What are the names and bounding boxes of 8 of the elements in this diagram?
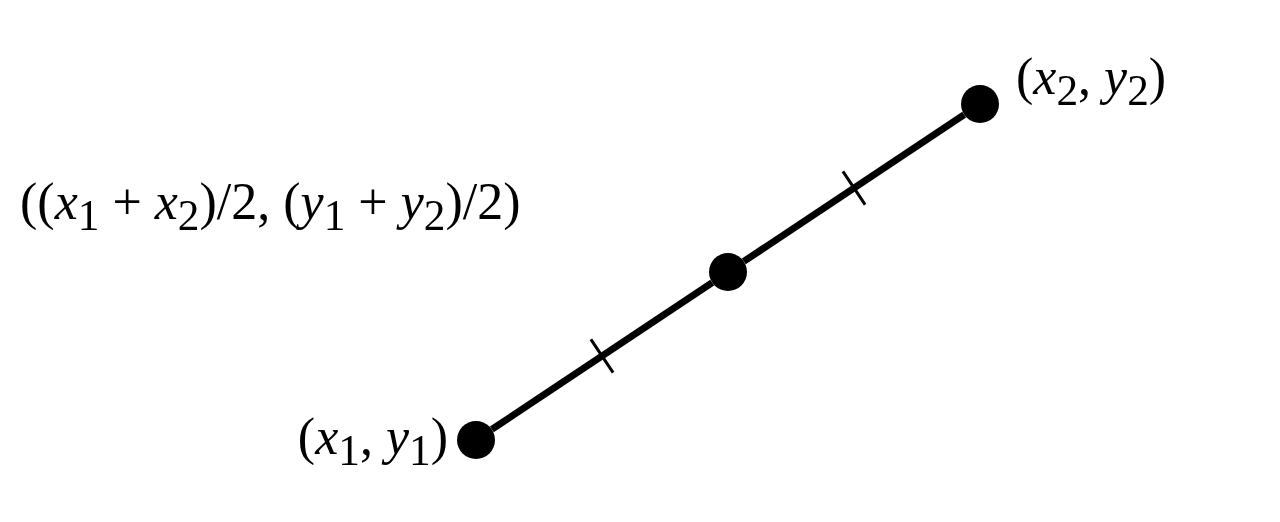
- coordinate-label: ((x$_{1}$ + x$_{2}$)/2, (y$_{1}$ + y$_{2}$)/2): [20, 176, 521, 239]
- line-segment: [489, 279, 715, 433]
- coordinate-label: (x$_{1}$, y$_{1}$): [297, 411, 448, 474]
- point-dot: [709, 253, 747, 291]
- line-segment: [741, 111, 967, 265]
- point-dot: [961, 85, 999, 123]
- coordinate-label: (x$_{2}$, y$_{2}$): [1016, 51, 1167, 114]
- point-dot: [457, 421, 495, 459]
